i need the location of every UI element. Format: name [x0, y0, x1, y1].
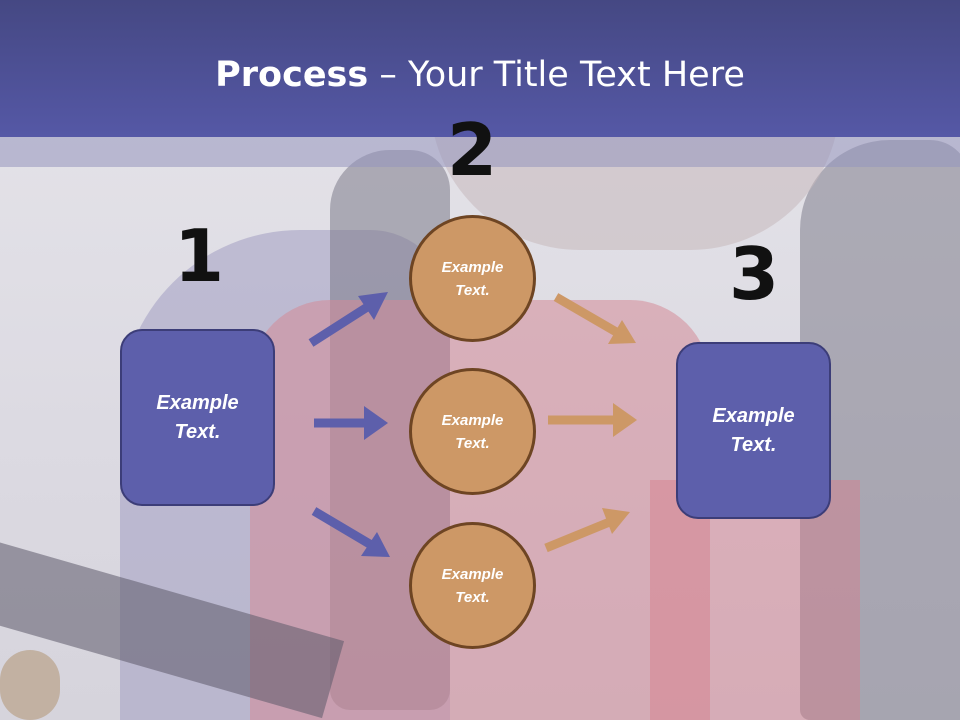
slide-title: Process – Your Title Text Here	[0, 52, 960, 98]
title-bold: Process	[215, 55, 369, 95]
process-circle-top[interactable]: Example Text.	[409, 215, 536, 342]
circle-top-line2: Text.	[455, 281, 490, 299]
title-rest: – Your Title Text Here	[368, 55, 745, 95]
arrow-box-to-bottom-circle	[311, 507, 390, 557]
arrow-box-to-middle-circle	[314, 406, 388, 440]
step-number-3: 3	[728, 232, 780, 316]
process-circle-middle[interactable]: Example Text.	[409, 368, 536, 495]
circle-middle-line1: Example	[441, 411, 504, 429]
arrow-middle-circle-to-box	[548, 403, 637, 437]
arrow-bottom-circle-to-box	[544, 508, 630, 553]
box-right-line1: Example	[712, 404, 795, 427]
circle-middle-text: Example Text.	[428, 409, 518, 455]
circle-middle-line2: Text.	[455, 434, 490, 452]
circle-bottom-line2: Text.	[455, 588, 490, 606]
circle-bottom-line1: Example	[441, 565, 504, 583]
step-number-2: 2	[446, 108, 498, 192]
step-number-1: 1	[173, 214, 225, 298]
title-strip	[0, 137, 960, 167]
box-right-text: Example Text.	[699, 402, 809, 460]
process-circle-bottom[interactable]: Example Text.	[409, 522, 536, 649]
box-left-text: Example Text.	[143, 389, 253, 447]
box-left-line2: Text.	[174, 420, 221, 443]
process-box-left[interactable]: Example Text.	[120, 329, 275, 506]
process-box-right[interactable]: Example Text.	[676, 342, 831, 519]
box-left-line1: Example	[156, 391, 239, 414]
circle-top-text: Example Text.	[428, 256, 518, 302]
arrow-box-to-top-circle	[308, 292, 388, 347]
box-right-line2: Text.	[730, 433, 777, 456]
circle-top-line1: Example	[441, 258, 504, 276]
arrow-top-circle-to-box	[553, 293, 636, 344]
circle-bottom-text: Example Text.	[428, 563, 518, 609]
title-band	[0, 0, 960, 137]
